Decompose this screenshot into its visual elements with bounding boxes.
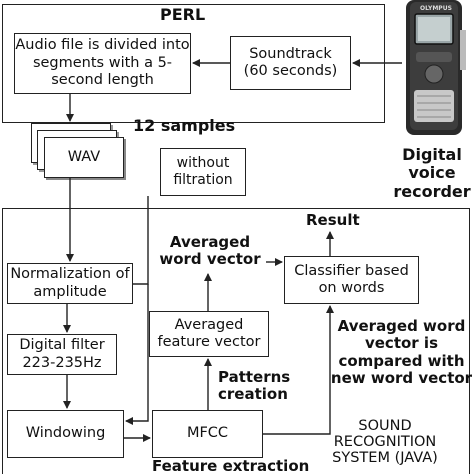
comparison-label: Averaged word vector is compared with ne… <box>330 317 473 387</box>
mfcc-box: MFCC <box>152 410 263 458</box>
digital-filter-text: Digital filter 223-235Hz <box>19 337 105 371</box>
soundtrack-box: Soundtrack (60 seconds) <box>230 36 351 90</box>
arrow-bypass-to-windowing <box>125 284 149 425</box>
samples-label: 12 samples <box>133 116 236 135</box>
windowing-box: Windowing <box>7 410 124 458</box>
result-label: Result <box>306 211 360 229</box>
soundtrack-text: Soundtrack (60 seconds) <box>243 45 338 79</box>
classifier-box: Classifier based on words <box>284 256 419 304</box>
patterns-creation-label: Patterns creation <box>218 368 291 404</box>
voice-recorder-image <box>406 0 466 135</box>
averaged-feature-vector-box: Averaged feature vector <box>149 311 269 357</box>
system-region <box>2 208 470 474</box>
windowing-text: Windowing <box>25 425 106 442</box>
arrow-mfcc-to-classifier <box>263 305 334 435</box>
system-title: SOUND RECOGNITION SYSTEM (JAVA) <box>332 418 438 466</box>
voice-recorder-brand: OLYMPUS <box>420 5 452 12</box>
divide-step-text: Audio file is divided into segments with… <box>15 37 190 89</box>
normalization-box: Normalization of amplitude <box>7 263 133 304</box>
wav-label: WAV <box>67 148 101 165</box>
normalization-text: Normalization of amplitude <box>10 266 130 300</box>
voice-recorder-label: Digital voice recorder <box>393 145 471 201</box>
without-filtration-box: without filtration <box>160 148 246 196</box>
mfcc-text: MFCC <box>186 425 229 442</box>
divide-step-box: Audio file is divided into segments with… <box>14 33 191 94</box>
averaged-word-vector-label: Averaged word vector <box>159 233 261 269</box>
arrow-bypass-filter <box>133 196 149 285</box>
wav-document: WAV <box>44 137 124 178</box>
perl-title: PERL <box>160 5 206 24</box>
feature-extraction-label: Feature extraction <box>152 457 310 475</box>
without-filtration-text: without filtration <box>173 155 233 188</box>
digital-filter-box: Digital filter 223-235Hz <box>7 334 117 375</box>
averaged-feature-vector-text: Averaged feature vector <box>157 316 261 350</box>
classifier-text: Classifier based on words <box>294 262 409 296</box>
